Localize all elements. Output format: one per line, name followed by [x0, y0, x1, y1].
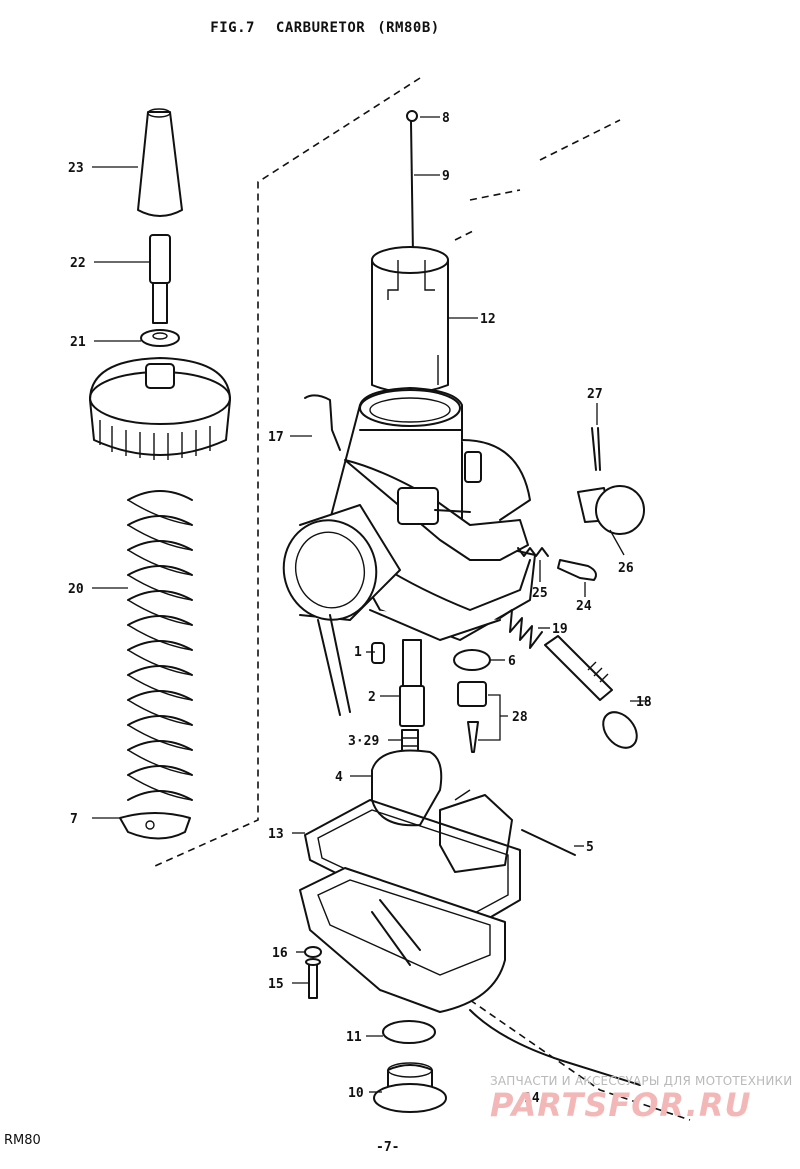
float-chamber	[299, 867, 506, 1013]
label-6: 6	[508, 654, 516, 669]
part-4-float	[371, 749, 513, 873]
part-13-float-chamber-gasket	[304, 799, 521, 936]
label-16: 16	[272, 946, 288, 961]
label-20: 20	[68, 582, 84, 597]
page-title: FIG.7 CARBURETOR (RM80B)	[0, 20, 650, 36]
part-6-o-ring	[453, 649, 491, 671]
label-23: 23	[68, 161, 84, 176]
figure-model: (RM80B)	[377, 20, 440, 36]
assembly-dash-line-right	[454, 119, 621, 241]
label-9: 9	[442, 169, 450, 184]
part-19-idle-spring	[499, 609, 543, 649]
label-12: 12	[480, 312, 496, 327]
label-22: 22	[70, 256, 86, 271]
part-15-screw	[305, 958, 321, 999]
assembly-dash-line-14	[469, 999, 691, 1121]
leader-lines	[92, 116, 650, 1093]
label-5: 5	[586, 840, 594, 855]
part-10-plug	[373, 1062, 447, 1113]
part-5-float-pin	[521, 829, 576, 856]
part-22-cable-adjuster	[149, 234, 171, 324]
label-28: 28	[512, 710, 528, 725]
footer-model: RM80	[4, 1133, 41, 1148]
label-26: 26	[618, 561, 634, 576]
label-4: 4	[335, 770, 343, 785]
part-28-needle-valve	[457, 681, 487, 753]
label-27: 27	[587, 387, 603, 402]
label-14: 14	[524, 1091, 540, 1106]
part-27-split-pin	[591, 427, 601, 471]
label-18: 18	[636, 695, 652, 710]
part-8-clip	[406, 110, 418, 122]
part-16-washer	[304, 946, 322, 958]
figure-number: FIG.7	[210, 20, 255, 36]
label-2: 2	[368, 690, 376, 705]
label-17: 17	[268, 430, 284, 445]
carburetor-intake-bell	[282, 504, 401, 621]
assembly-dash-line-main	[154, 77, 421, 867]
watermark-logo: PARTSFOR.RU	[490, 1086, 752, 1124]
part-9-jet-needle	[410, 121, 414, 256]
figure-name: CARBURETOR	[275, 20, 366, 36]
part-23-rubber-cap	[137, 108, 183, 217]
part-25-pilot-spring	[517, 547, 549, 557]
part-18-idle-adjust-screw	[544, 635, 638, 749]
label-11: 11	[346, 1030, 362, 1045]
part-2-needle-jet	[399, 639, 425, 727]
part-7-needle-plate	[119, 812, 191, 840]
label-24: 24	[576, 599, 592, 614]
part-14-drain-tube	[469, 1009, 641, 1086]
label-21: 21	[70, 335, 86, 350]
part-11-o-ring	[382, 1020, 436, 1044]
page-number: -7-	[376, 1140, 400, 1155]
watermark-tagline: ЗАПЧАСТИ И АКСЕССУАРЫ ДЛЯ МОТОТЕХНИКИ	[490, 1074, 793, 1088]
part-24-pilot-screw	[557, 559, 597, 581]
part-20-throttle-spring	[127, 490, 193, 801]
part-21-nut	[140, 329, 180, 347]
part-26-starter-cap	[577, 485, 645, 535]
label-3-29: 3·29	[348, 734, 379, 749]
part-12-throttle-valve	[371, 246, 449, 394]
label-8: 8	[442, 111, 450, 126]
label-13: 13	[268, 827, 284, 842]
label-25: 25	[532, 586, 548, 601]
label-1: 1	[354, 645, 362, 660]
label-7: 7	[70, 812, 78, 827]
label-19: 19	[552, 622, 568, 637]
part-top-cap	[89, 357, 231, 460]
part-1-clip	[371, 642, 385, 664]
label-10: 10	[348, 1086, 364, 1101]
label-15: 15	[268, 977, 284, 992]
part-labels: 23 22 21 20 7 8 9 12 17 27 26 25 24 19 6…	[68, 111, 652, 1106]
part-17-vent-tube	[304, 394, 351, 716]
